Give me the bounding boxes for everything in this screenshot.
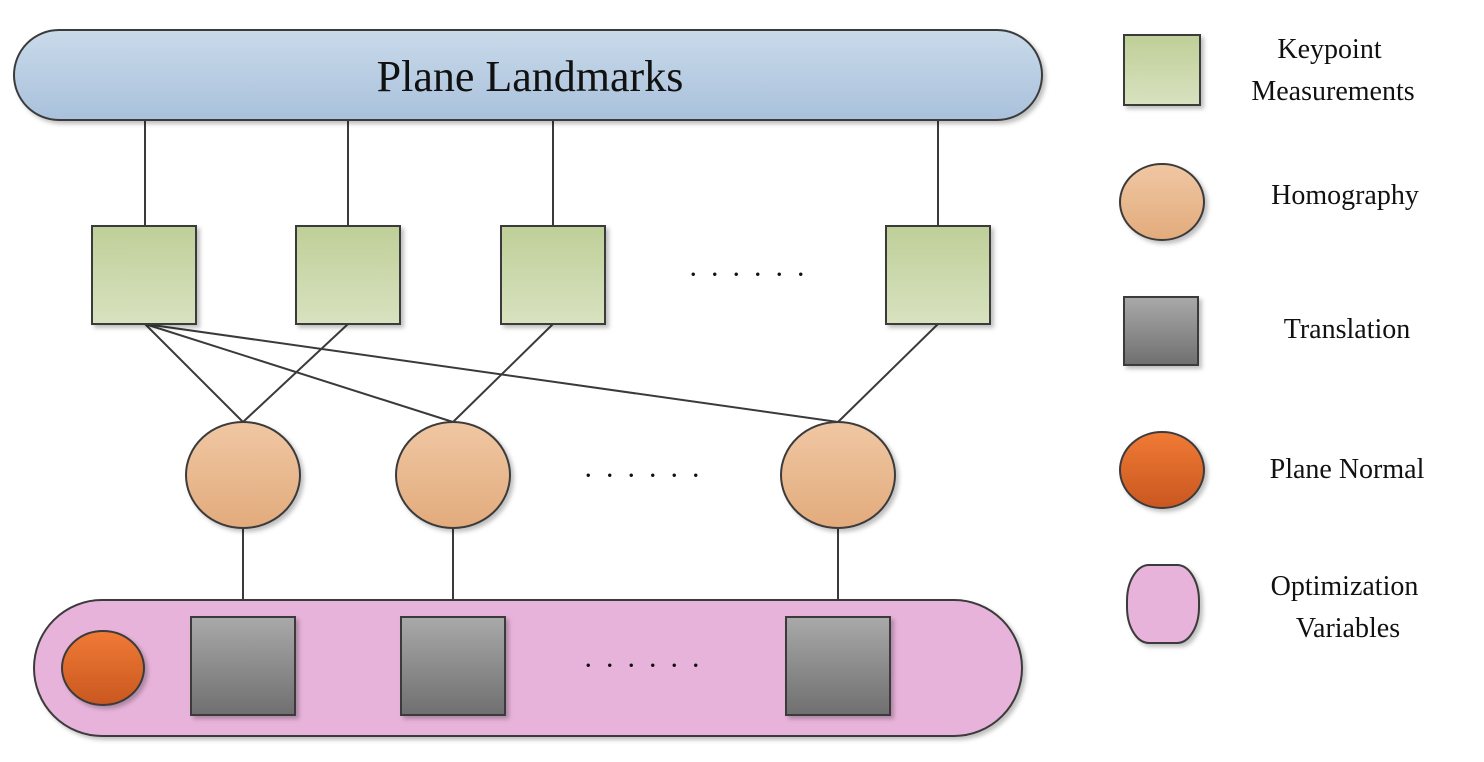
edge-kp1-hom2 [144, 323, 454, 423]
edge-kp4-hom3 [837, 323, 939, 423]
legend-optimization-label: Optimization Variables [1271, 571, 1426, 644]
homographies [185, 421, 896, 529]
legend-keypoint-swatch [1123, 34, 1201, 106]
legend-keypoint-label: Keypoint Measurements [1251, 34, 1414, 107]
edges [144, 120, 939, 617]
legend-plane-normal-swatch [1119, 431, 1205, 509]
optimization-variables-container: · · · · · · [33, 599, 1023, 737]
plane-landmarks-node: Plane Landmarks [13, 29, 1043, 121]
edge-kp3-hom2 [452, 323, 554, 423]
keypoint-ellipsis: · · · · · · [688, 258, 807, 291]
legend-translation-label: Translation [1284, 314, 1411, 345]
legend-homography-swatch [1119, 163, 1205, 241]
translation-node [190, 616, 296, 716]
keypoint-measurements [91, 225, 991, 325]
translation-ellipsis: · · · · · · [583, 649, 702, 682]
keypoint-measurement-node [91, 225, 197, 325]
homography-node [185, 421, 301, 529]
edge-kp2-hom1 [242, 323, 349, 423]
keypoint-measurement-node [500, 225, 606, 325]
keypoint-measurement-node [885, 225, 991, 325]
keypoint-measurement-node [295, 225, 401, 325]
edge-kp1-hom1 [144, 323, 244, 423]
legend: Keypoint Measurements Homography Transla… [1119, 34, 1426, 644]
legend-plane-normal-label: Plane Normal [1270, 454, 1425, 485]
translation-node [400, 616, 506, 716]
plane-normal-node [61, 630, 145, 706]
homography-node [395, 421, 511, 529]
legend-optimization-swatch [1126, 564, 1200, 644]
homography-ellipsis: · · · · · · [583, 459, 702, 492]
legend-translation-swatch [1123, 296, 1199, 366]
legend-homography-label: Homography [1271, 180, 1419, 211]
translation-node [785, 616, 891, 716]
edge-kp1-hom3 [144, 323, 839, 423]
plane-landmarks-label: Plane Landmarks [377, 52, 684, 101]
homography-node [780, 421, 896, 529]
